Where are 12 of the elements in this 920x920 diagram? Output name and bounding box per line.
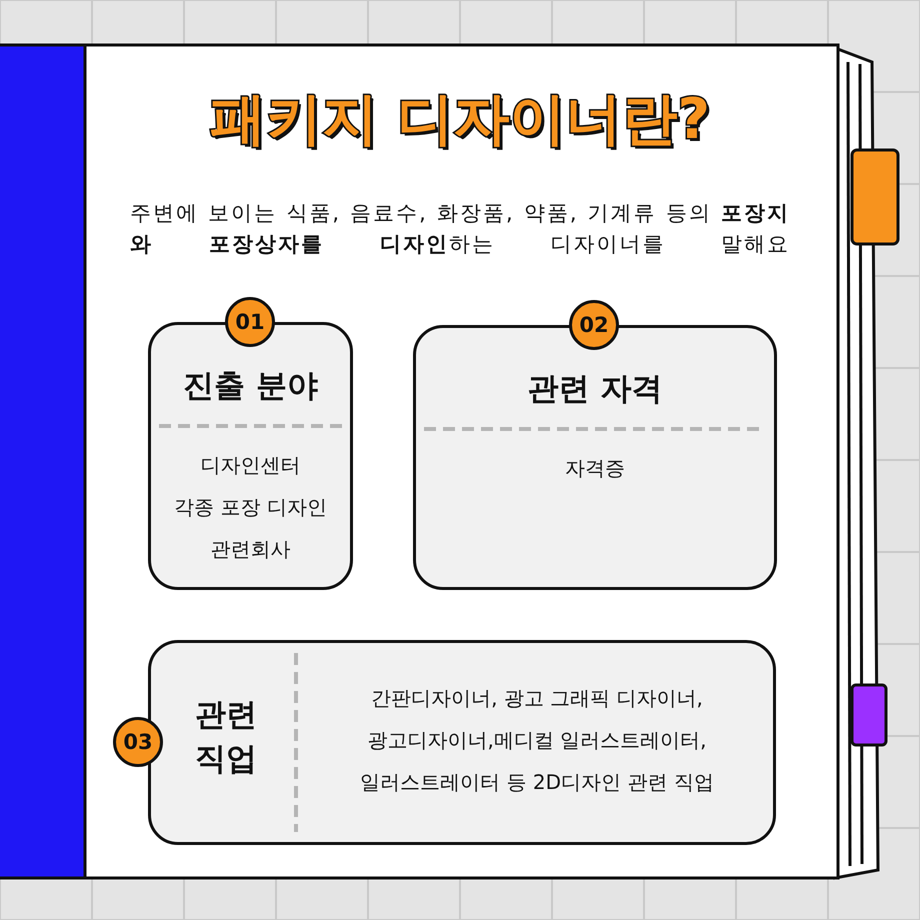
title: 패키지 디자이너란? <box>209 86 711 154</box>
card-heading: 진출 분야 <box>182 367 319 406</box>
card-heading: 관련 직업 <box>194 696 258 779</box>
list-item: 관련회사 <box>210 536 292 563</box>
list-item: 광고디자이너,메디컬 일러스트레이터, <box>366 727 708 754</box>
list-item: 간판디자이너, 광고 그래픽 디자이너, <box>370 685 704 712</box>
list-item: 자격증 <box>564 455 626 482</box>
list-item: 일러스트레이터 등 2D디자인 관련 직업 <box>359 769 715 796</box>
card-heading: 관련 자격 <box>526 370 664 409</box>
intro-text: 주변에 보이는 식품, 음료수, 화장품, 약품, 기계류 등의 포장지와 포장상자를 디자인하는 디자이너를 말해요 <box>130 200 790 258</box>
list-item: 각종 포장 디자인 <box>173 494 328 521</box>
list-item: 디자인센터 <box>200 452 302 479</box>
